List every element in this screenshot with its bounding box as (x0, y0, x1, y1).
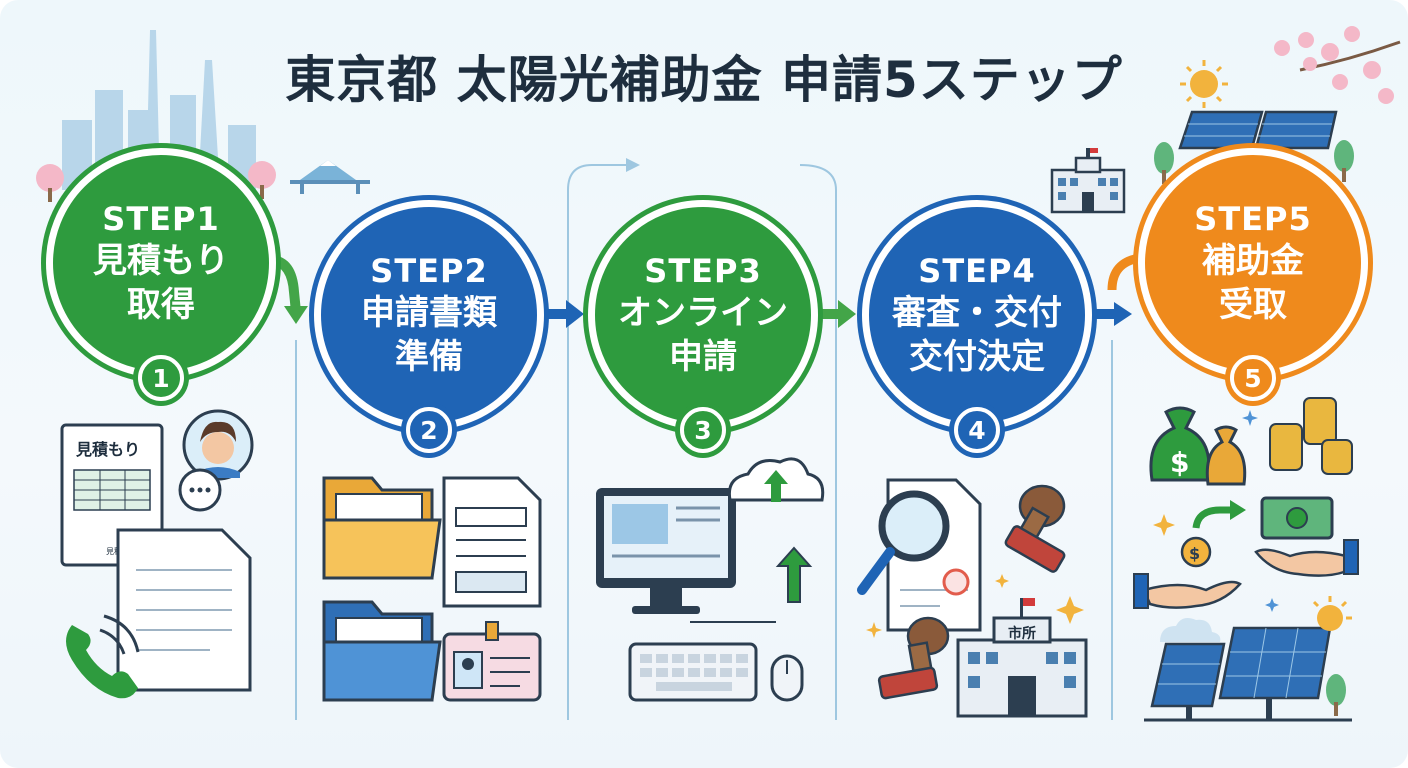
step-4-text-line1: 審査・交付 (892, 293, 1062, 333)
tree-icons (1154, 140, 1354, 716)
svg-text:$: $ (1189, 544, 1200, 563)
step-1-circle: STEP1 見積もり 取得 (46, 148, 276, 378)
money-bag-icon: $ (1149, 406, 1211, 482)
step-2-circle: STEP2 申請書類 準備 (314, 200, 544, 430)
flow-arrow-1-2 (271, 255, 308, 324)
mount-fuji-icon (290, 160, 370, 194)
transfer-arrow-icon (1192, 500, 1246, 529)
government-building-icon-small (1050, 148, 1126, 214)
phone-icon (66, 614, 140, 699)
coins-icon (1269, 397, 1353, 475)
coin-icon: $ (1180, 536, 1212, 568)
cloud-upload-icon (727, 457, 825, 502)
flow-arrow-2-3 (544, 300, 584, 328)
document-icon (116, 528, 252, 692)
step-5-number-badge: 5 (1230, 355, 1276, 401)
mouse-icon (770, 654, 804, 702)
stamp-icon-2 (877, 616, 950, 700)
step-4-text-line2: 交付決定 (909, 337, 1045, 377)
page-title: 東京都 太陽光補助金 申請5ステップ (285, 51, 1123, 109)
cash-icon (1260, 496, 1334, 540)
estimate-sheet-footer: 見積 (106, 546, 122, 556)
city-office-icon (956, 598, 1088, 718)
connector-arrowhead-top (626, 158, 640, 172)
sun-icon-top (1180, 60, 1228, 108)
step-4-circle: STEP4 審査・交付 交付決定 (862, 200, 1092, 430)
step-2-label: STEP2 (370, 252, 488, 290)
step-5-label: STEP5 (1194, 200, 1312, 238)
step-3-label: STEP3 (644, 252, 762, 290)
step-1-label: STEP1 (102, 200, 220, 238)
folder-icon (322, 476, 442, 580)
magnifier-icon (857, 490, 950, 595)
estimate-sheet-label: 見積もり (75, 440, 140, 459)
city-office-label: 市所 (1008, 625, 1036, 642)
keyboard-icon (628, 642, 758, 702)
solar-panel-icon-bottom (1144, 626, 1352, 722)
folder-icon-blue (322, 600, 442, 702)
person-icon (182, 409, 254, 481)
sakura-icon (1274, 26, 1401, 104)
id-card-icon (442, 621, 542, 702)
sparkle-icons (866, 574, 1084, 638)
form-icon (442, 476, 542, 608)
flow-arrow-4-5 (1094, 253, 1141, 326)
upload-arrow-icon (775, 546, 813, 603)
computer-icon (596, 488, 736, 614)
step-1-text-line2: 取得 (127, 285, 195, 325)
flow-connectors (295, 164, 1113, 720)
step-3-text-line1: オンライン (618, 293, 788, 333)
sparkle-icons-step5 (1242, 410, 1279, 612)
step-3-text-line2: 申請 (669, 337, 737, 377)
sun-icon-bottom (1312, 596, 1352, 631)
step-2-text-line1: 申請書類 (361, 293, 497, 333)
step-1-text-line1: 見積もり (93, 241, 229, 281)
step-4-number-badge: 4 (954, 407, 1000, 453)
step-5-circle: STEP5 補助金 受取 (1138, 148, 1368, 378)
chat-bubble-icon (178, 468, 222, 512)
stamp-icon (1004, 484, 1066, 573)
sakura-tree-left (36, 161, 276, 202)
step-2-text-line2: 準備 (395, 337, 463, 377)
step-5-text-line1: 補助金 (1202, 241, 1304, 281)
step-2-number-badge: 2 (406, 407, 452, 453)
flow-arrow-3-4 (818, 300, 856, 328)
cloud-icon (1160, 618, 1221, 642)
step-1-number-badge: 1 (138, 355, 184, 401)
step-3-circle: STEP3 オンライン 申請 (588, 200, 818, 430)
sparkle-icon-gold (1153, 514, 1175, 536)
step-3-number-badge: 3 (680, 407, 726, 453)
svg-text:$: $ (1170, 446, 1189, 479)
hands-icon (1133, 539, 1359, 609)
step-4-label: STEP4 (918, 252, 1036, 290)
step-5-text-line2: 受取 (1219, 285, 1287, 325)
solar-panel-icon-top (1178, 110, 1338, 150)
money-bag-icon-small (1205, 425, 1247, 486)
